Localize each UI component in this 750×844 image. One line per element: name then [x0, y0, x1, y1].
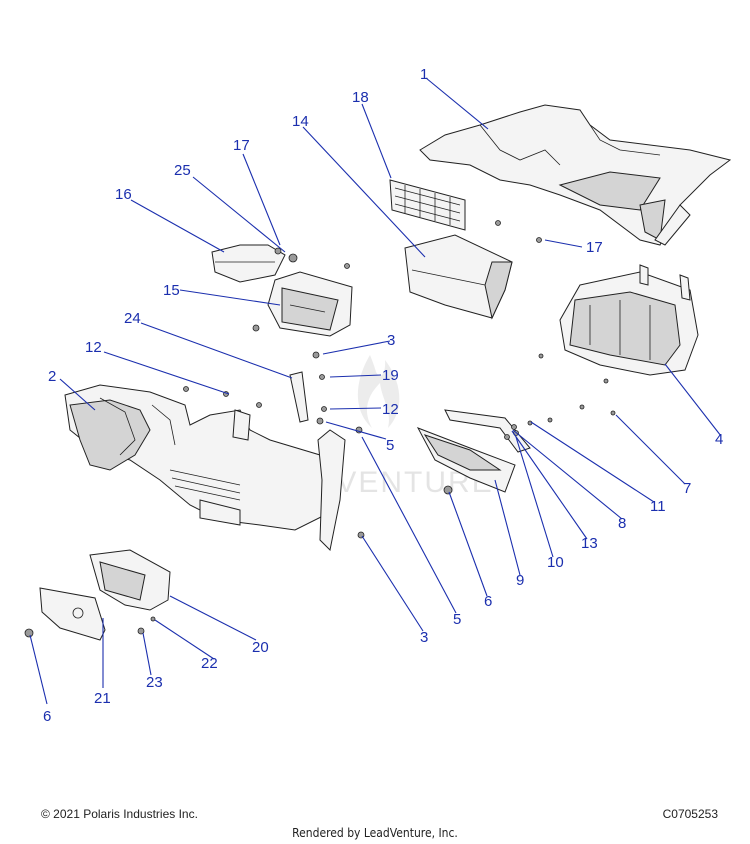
part-gauge-housing	[559, 264, 699, 376]
callout-12-left: 12	[85, 339, 102, 356]
callout-5-upper: 5	[386, 437, 394, 454]
callout-9: 9	[516, 572, 524, 589]
part-bezel-frame	[444, 409, 531, 453]
part-mesh-grille	[389, 179, 466, 231]
callout-19: 19	[382, 367, 399, 384]
part-storage-bin	[404, 234, 513, 320]
part-lid	[211, 244, 286, 283]
part-bracket	[289, 371, 309, 423]
callout-6-right: 6	[484, 593, 492, 610]
copyright-text: © 2021 Polaris Industries Inc.	[41, 807, 198, 821]
leader-lines	[29, 77, 722, 705]
callout-5-lower: 5	[453, 611, 461, 628]
callout-3-upper: 3	[387, 332, 395, 349]
callout-6-left: 6	[43, 708, 51, 725]
callout-25: 25	[174, 162, 191, 179]
callout-numbers: 1 18 14 17 25 16 15 24 3 12 2 19 12 5 17…	[43, 66, 723, 725]
diagram-code: C0705253	[662, 807, 718, 821]
callout-14: 14	[292, 113, 309, 130]
callout-20: 20	[252, 639, 269, 656]
callout-10: 10	[547, 554, 564, 571]
callout-2: 2	[48, 368, 56, 385]
callout-23: 23	[146, 674, 163, 691]
callout-17-upper: 17	[233, 137, 250, 154]
callout-3-lower: 3	[420, 629, 428, 646]
part-main-dash-frame	[64, 384, 346, 552]
callout-17-right: 17	[586, 239, 603, 256]
callout-13: 13	[581, 535, 598, 552]
callout-1: 1	[420, 66, 428, 83]
callout-22: 22	[201, 655, 218, 672]
callout-21: 21	[94, 690, 111, 707]
callout-4: 4	[715, 431, 723, 448]
callout-12-right: 12	[382, 401, 399, 418]
callout-7: 7	[683, 480, 691, 497]
part-glovebox-bin	[89, 549, 171, 611]
rendered-by-text: Rendered by LeadVenture, Inc.	[292, 826, 458, 840]
callout-18: 18	[352, 89, 369, 106]
callout-8: 8	[618, 515, 626, 532]
part-glovebox-tray	[267, 271, 353, 337]
part-lower-panel	[416, 427, 516, 493]
part-glovebox-door	[39, 587, 106, 641]
callout-15: 15	[163, 282, 180, 299]
callout-11: 11	[650, 498, 666, 515]
callout-16: 16	[115, 186, 132, 203]
callout-24: 24	[124, 310, 141, 327]
part-upper-dash-panel	[419, 104, 732, 246]
